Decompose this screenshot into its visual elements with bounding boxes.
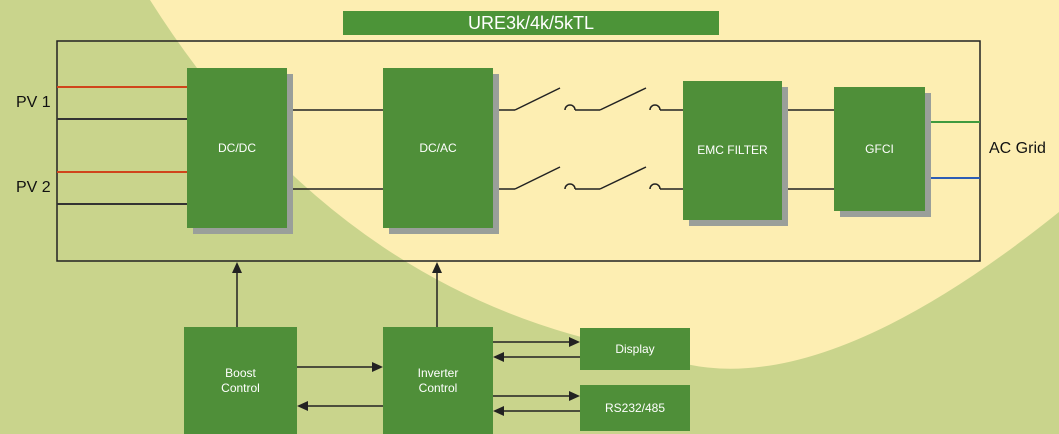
inverter-to-display-arrow bbox=[493, 337, 580, 347]
dcdc-label: DC/DC bbox=[218, 140, 256, 155]
display-block: Display bbox=[580, 328, 690, 370]
dcac-block: DC/AC bbox=[383, 68, 493, 228]
relay-path-top bbox=[493, 87, 683, 111]
boost-to-inverter-arrow bbox=[297, 362, 383, 372]
inverter-control-block: Inverter Control bbox=[383, 327, 493, 434]
emc-filter-label: EMC FILTER bbox=[697, 143, 768, 157]
relay-path-bottom bbox=[493, 166, 683, 190]
gfci-label: GFCI bbox=[865, 141, 894, 156]
dcac-label: DC/AC bbox=[419, 140, 457, 155]
display-label: Display bbox=[615, 341, 655, 356]
emc-filter-block: EMC FILTER bbox=[683, 81, 782, 220]
rs-to-inverter-arrow bbox=[493, 406, 580, 416]
inverter-to-rs-arrow bbox=[493, 391, 580, 401]
inverter-control-label: Inverter Control bbox=[417, 365, 459, 395]
inverter-enclosure bbox=[56, 40, 981, 262]
display-to-inverter-arrow bbox=[493, 352, 580, 362]
rs232-485-block: RS232/485 bbox=[580, 385, 690, 431]
boost-control-block: Boost Control bbox=[184, 327, 297, 434]
gfci-block: GFCI bbox=[834, 87, 925, 211]
diagram-title: URE3k/4k/5kTL bbox=[343, 11, 719, 35]
inverter-to-boost-arrow bbox=[297, 401, 383, 411]
pv2-label: PV 2 bbox=[16, 179, 51, 196]
inverter-to-dcac-arrow bbox=[432, 262, 442, 327]
rs232-485-label: RS232/485 bbox=[604, 400, 666, 415]
sun-shape bbox=[150, 0, 1059, 369]
pv1-label: PV 1 bbox=[16, 94, 51, 111]
boost-to-dcdc-arrow bbox=[232, 262, 242, 327]
ac-grid-label: AC Grid bbox=[989, 140, 1046, 157]
dcdc-block: DC/DC bbox=[187, 68, 287, 228]
boost-control-label: Boost Control bbox=[221, 365, 260, 395]
